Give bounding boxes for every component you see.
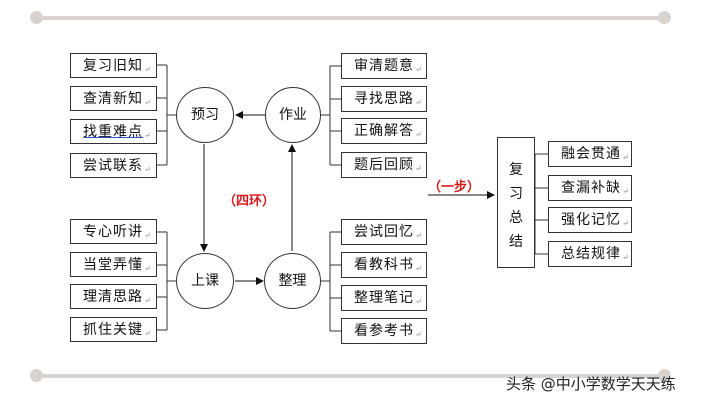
paragraph-mark-icon: ↵ (144, 264, 152, 273)
summary-char-3: 总 (509, 210, 523, 226)
box-try-link-label: 尝试联系 (83, 158, 143, 174)
box-reference: 看参考书↵ (341, 318, 427, 344)
box-reflect: 题后回顾↵ (341, 152, 427, 178)
paragraph-mark-icon: ↵ (415, 130, 423, 139)
paragraph-mark-icon: ↵ (415, 65, 423, 74)
box-review-old: 复习旧知↵ (70, 53, 157, 78)
box-memory-label: 强化记忆 (561, 212, 621, 228)
box-reflect-label: 题后回顾 (354, 157, 414, 173)
label-four-rings: （四环） (223, 194, 276, 209)
top-rule (42, 16, 666, 20)
box-clarify-label: 理清思路 (83, 289, 143, 305)
box-notes: 整理笔记↵ (341, 285, 427, 311)
paragraph-mark-icon: ↵ (415, 98, 423, 107)
box-understand-label: 当堂弄懂 (83, 257, 143, 273)
circle-class: 上课 (176, 253, 234, 309)
paragraph-mark-icon: ↵ (415, 330, 423, 339)
paragraph-mark-icon: ↵ (144, 65, 152, 74)
top-left-dot (30, 11, 43, 24)
box-solve: 正确解答↵ (341, 118, 427, 144)
box-review-summary (497, 137, 535, 268)
box-reference-label: 看参考书 (354, 323, 414, 339)
box-integrate-label: 融会贯通 (561, 146, 621, 162)
box-solve-label: 正确解答 (354, 123, 414, 139)
paragraph-mark-icon: ↵ (622, 187, 630, 196)
summary-char-2: 习 (509, 186, 523, 202)
box-recall-label: 尝试回忆 (354, 224, 414, 240)
paragraph-mark-icon: ↵ (144, 296, 152, 305)
circle-organize-label: 整理 (278, 273, 307, 289)
box-find-key-label: 找重难点 (83, 124, 143, 140)
paragraph-mark-icon: ↵ (622, 153, 630, 162)
box-clarify: 理清思路↵ (70, 284, 157, 309)
box-textbook-label: 看教科书 (354, 257, 414, 273)
box-memory: 强化记忆↵ (548, 207, 632, 233)
paragraph-mark-icon: ↵ (415, 264, 423, 273)
summary-char-4: 结 (509, 234, 523, 250)
box-summarize: 总结规律↵ (548, 241, 632, 267)
paragraph-mark-icon: ↵ (144, 329, 152, 338)
paragraph-mark-icon: ↵ (144, 231, 152, 240)
box-recall: 尝试回忆↵ (341, 219, 427, 245)
paragraph-mark-icon: ↵ (622, 253, 630, 262)
bottom-left-dot (30, 369, 43, 382)
circle-homework-label: 作业 (279, 107, 307, 123)
box-review-old-label: 复习旧知 (83, 58, 143, 74)
summary-char-1: 复 (509, 162, 523, 178)
box-find-key: 找重难点↵ (70, 119, 157, 144)
box-listen: 专心听讲↵ (70, 219, 157, 244)
paragraph-mark-icon: ↵ (415, 231, 423, 240)
label-one-step: （一步） (428, 180, 481, 195)
bottom-rule (42, 374, 666, 378)
paragraph-mark-icon: ↵ (415, 164, 423, 173)
paragraph-mark-icon: ↵ (622, 219, 630, 228)
paragraph-mark-icon: ↵ (144, 131, 152, 140)
box-fill-gaps: 查漏补缺↵ (548, 175, 632, 201)
box-fill-gaps-label: 查漏补缺 (561, 180, 621, 196)
box-grasp: 抓住关键↵ (70, 317, 157, 342)
box-integrate: 融会贯通↵ (548, 141, 632, 167)
top-right-dot (658, 11, 671, 24)
box-find-idea: 寻找思路↵ (341, 86, 427, 112)
box-try-link: 尝试联系↵ (70, 153, 157, 178)
box-read-question: 审清题意↵ (341, 53, 427, 79)
box-read-question-label: 审清题意 (354, 58, 414, 74)
box-check-new: 查清新知↵ (70, 86, 157, 111)
circle-organize: 整理 (264, 253, 321, 309)
box-listen-label: 专心听讲 (83, 224, 143, 240)
paragraph-mark-icon: ↵ (415, 297, 423, 306)
watermark: 头条 @中小学数学天天练 (506, 375, 676, 393)
box-textbook: 看教科书↵ (341, 252, 427, 278)
box-notes-label: 整理笔记 (354, 290, 414, 306)
box-find-idea-label: 寻找思路 (354, 91, 414, 107)
circle-preview-label: 预习 (191, 107, 219, 123)
bottom-right-dot (658, 369, 671, 382)
paragraph-mark-icon: ↵ (144, 165, 152, 174)
box-grasp-label: 抓住关键 (83, 322, 143, 338)
box-check-new-label: 查清新知 (83, 91, 143, 107)
circle-class-label: 上课 (191, 273, 219, 289)
box-summarize-label: 总结规律 (561, 246, 621, 262)
box-understand: 当堂弄懂↵ (70, 252, 157, 277)
circle-preview: 预习 (176, 87, 234, 143)
paragraph-mark-icon: ↵ (144, 98, 152, 107)
circle-homework: 作业 (265, 87, 321, 143)
